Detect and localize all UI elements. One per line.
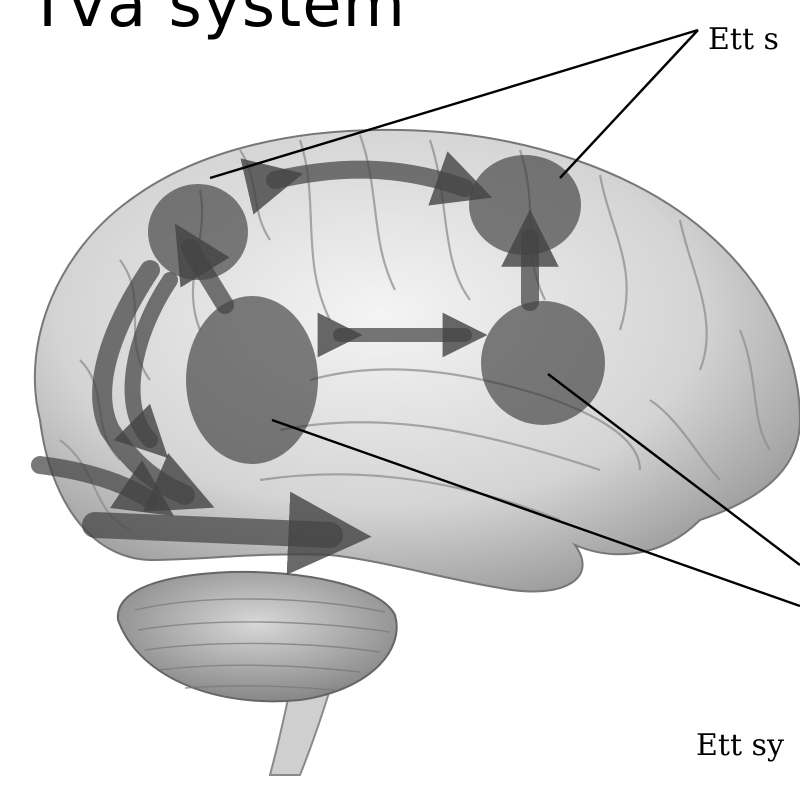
- label-system-top: Ett s: [708, 22, 779, 57]
- pointer-line-parietal-top: [560, 30, 698, 178]
- label-system-bottom: Ett sy: [696, 728, 784, 763]
- region-parietal-center: [481, 301, 605, 425]
- arrow-bottom: [95, 525, 330, 535]
- region-frontal-center: [186, 296, 318, 464]
- cerebellum: [118, 572, 397, 702]
